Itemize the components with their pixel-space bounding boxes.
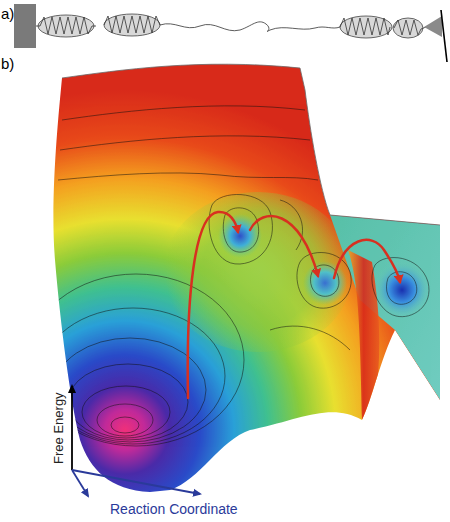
axis-label: Reaction Coordinate [110, 502, 238, 517]
axis-label: Free Energy [52, 392, 66, 464]
panel-letter: a) [1, 6, 14, 23]
panel-letter: b) [1, 56, 14, 73]
